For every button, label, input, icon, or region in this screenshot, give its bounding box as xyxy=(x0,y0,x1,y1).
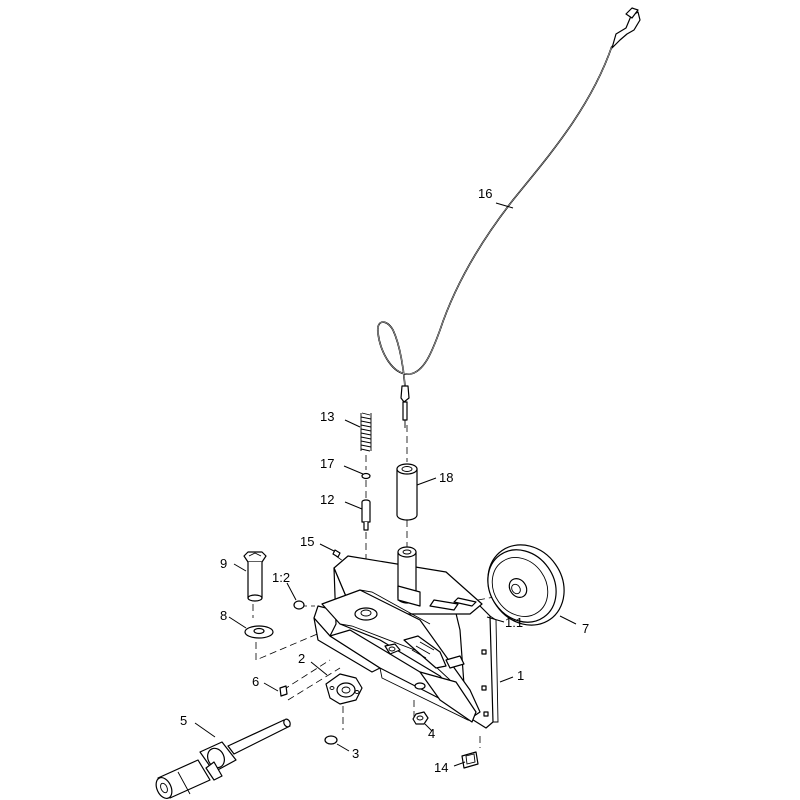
callout-4: 4 xyxy=(428,726,435,741)
cable-assembly-part-16 xyxy=(376,7,641,428)
callout-16: 16 xyxy=(478,186,492,201)
bracket-assembly-part-1 xyxy=(313,546,499,729)
bearing-flange-part-2 xyxy=(325,673,363,705)
callout-15: 15 xyxy=(300,534,314,549)
callout-1: 1 xyxy=(517,668,524,683)
callout-8: 8 xyxy=(220,608,227,623)
plug-part-1-2 xyxy=(293,600,305,610)
callout-labels: 16 13 17 12 18 15 9 1:2 8 7 1:1 1 2 6 5 … xyxy=(180,186,589,775)
callout-12: 12 xyxy=(320,492,334,507)
clip-nut-part-14 xyxy=(461,751,479,769)
callout-13: 13 xyxy=(320,409,334,424)
callout-14: 14 xyxy=(434,760,448,775)
bolt-part-9 xyxy=(243,551,267,602)
callout-1-1: 1:1 xyxy=(505,615,523,630)
screw-part-15 xyxy=(332,549,341,558)
callout-1-2: 1:2 xyxy=(272,570,290,585)
leader-lines xyxy=(194,202,577,767)
washer-part-17 xyxy=(361,472,371,480)
callout-3: 3 xyxy=(352,746,359,761)
plug-part-3 xyxy=(324,735,338,745)
callout-18: 18 xyxy=(439,470,453,485)
shaft-ujoint-part-5 xyxy=(155,718,291,799)
key-part-6 xyxy=(279,685,288,697)
washer-part-8 xyxy=(244,625,274,639)
pin-part-12 xyxy=(361,499,371,531)
callout-7: 7 xyxy=(582,621,589,636)
callout-6: 6 xyxy=(252,674,259,689)
callout-2: 2 xyxy=(298,651,305,666)
nut-part-4 xyxy=(412,711,429,725)
sleeve-part-18 xyxy=(396,463,418,521)
spring-part-13 xyxy=(360,412,372,452)
callout-5: 5 xyxy=(180,713,187,728)
callout-17: 17 xyxy=(320,456,334,471)
pulley-part-7 xyxy=(487,544,565,626)
callout-9: 9 xyxy=(220,556,227,571)
